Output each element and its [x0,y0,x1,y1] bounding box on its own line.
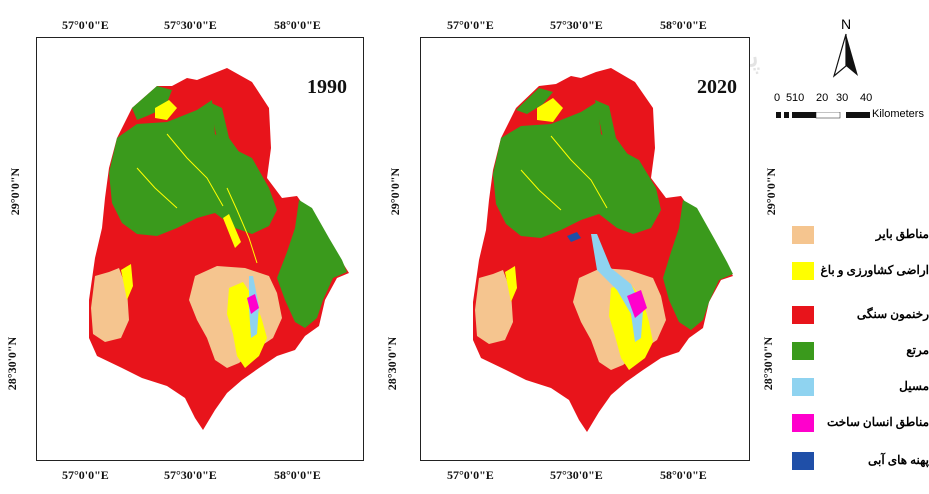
coord-label-left: 28°30'0"N [385,336,400,391]
region-agriculture-main [227,282,267,368]
legend-item: رخنمون سنگی [788,306,929,330]
scale-unit: Kilometers [872,108,924,120]
map-year-label: 1990 [307,76,347,98]
region-floodway [591,234,643,342]
scale-tick: 5 [786,92,793,104]
north-arrow: N [828,16,864,80]
legend-label: پهنه های آبی [868,453,929,467]
scale-tick: 30 [836,92,849,104]
legend-label: مناطق بایر [875,227,929,241]
legend-swatch [792,262,814,280]
map-year-label: 2020 [697,76,737,98]
coord-label-top: 57°0'0"E [447,18,494,32]
legend-label: رخنمون سنگی [856,307,929,321]
coord-label-left: 28°30'0"N [5,336,20,391]
legend-item: اراضی کشاورزی و باغ [788,262,929,286]
region-agriculture-north [155,100,177,120]
study-area-2020 [473,68,733,432]
coord-label-top: 57°30'0"E [550,18,603,32]
legend-swatch [792,414,814,432]
map-frame-2020: 2020 [420,37,750,461]
drainage-lines [520,135,608,211]
region-rangeland-north [132,86,172,120]
legend-label: مسیل [899,379,929,393]
scale-bar: 0 5 10 20 30 40 Kilometers [774,92,929,132]
coord-label-bottom: 58°0'0"E [660,468,707,482]
legend-label: مرتع [906,343,929,357]
coord-label-left: 29°0'0"N [8,167,23,216]
land-use-map-2020 [473,68,733,432]
legend-item: مناطق بایر [788,226,929,250]
coord-label-top: 58°0'0"E [660,18,707,32]
legend-item: مرتع [788,342,929,366]
scale-tick: 20 [816,92,829,104]
region-agriculture-north [537,98,563,122]
coord-label-bottom: 57°30'0"E [164,468,217,482]
scale-tick: 10 [792,92,805,104]
legend-swatch [792,306,814,324]
legend-label: اراضی کشاورزی و باغ [820,263,929,277]
region-rangeland-east [277,200,347,328]
legend-item: مسیل [788,378,929,402]
coord-label-bottom: 57°0'0"E [447,468,494,482]
coord-label-bottom: 57°30'0"E [550,468,603,482]
coord-label-top: 57°30'0"E [164,18,217,32]
region-rangeland-central [109,100,277,236]
region-rangeland-east [663,200,733,330]
region-rangeland-central [493,102,661,238]
coord-label-left: 29°0'0"N [388,167,403,216]
region-barren-west [475,270,513,344]
legend-item: مناطق انسان ساخت [788,414,929,438]
north-label: N [840,16,852,32]
region-agriculture-valley [223,214,241,248]
north-arrow-icon [832,33,858,78]
coord-label-top: 57°0'0"E [62,18,109,32]
scale-tick: 40 [860,92,873,104]
land-use-map-1990 [89,68,349,430]
legend-swatch [792,226,814,244]
region-water-body [567,232,581,242]
region-urban [627,290,647,318]
legend-swatch [792,452,814,470]
region-rangeland-north [516,88,553,114]
region-barren-west [91,268,129,342]
coord-label-top: 58°0'0"E [274,18,321,32]
map-frame-1990: 1990 [36,37,364,461]
coord-label-right: 29°0'0"N [764,167,779,216]
drainage-lines [136,133,258,264]
region-agriculture-west [121,264,133,300]
legend-item: پهنه های آبی [788,452,929,476]
region-rangeland-strip [209,102,242,158]
region-agriculture-west [505,266,517,302]
region-rangeland-strip [595,100,629,158]
scale-tick: 0 [774,92,781,104]
region-urban [247,294,259,314]
coord-label-bottom: 57°0'0"E [62,468,109,482]
legend-swatch [792,342,814,360]
study-area-1990 [89,68,349,430]
coord-label-bottom: 58°0'0"E [274,468,321,482]
coord-label-right: 28°30'0"N [761,336,776,391]
scale-bar-graphic [776,112,870,119]
legend-swatch [792,378,814,396]
legend-label: مناطق انسان ساخت [826,415,929,429]
